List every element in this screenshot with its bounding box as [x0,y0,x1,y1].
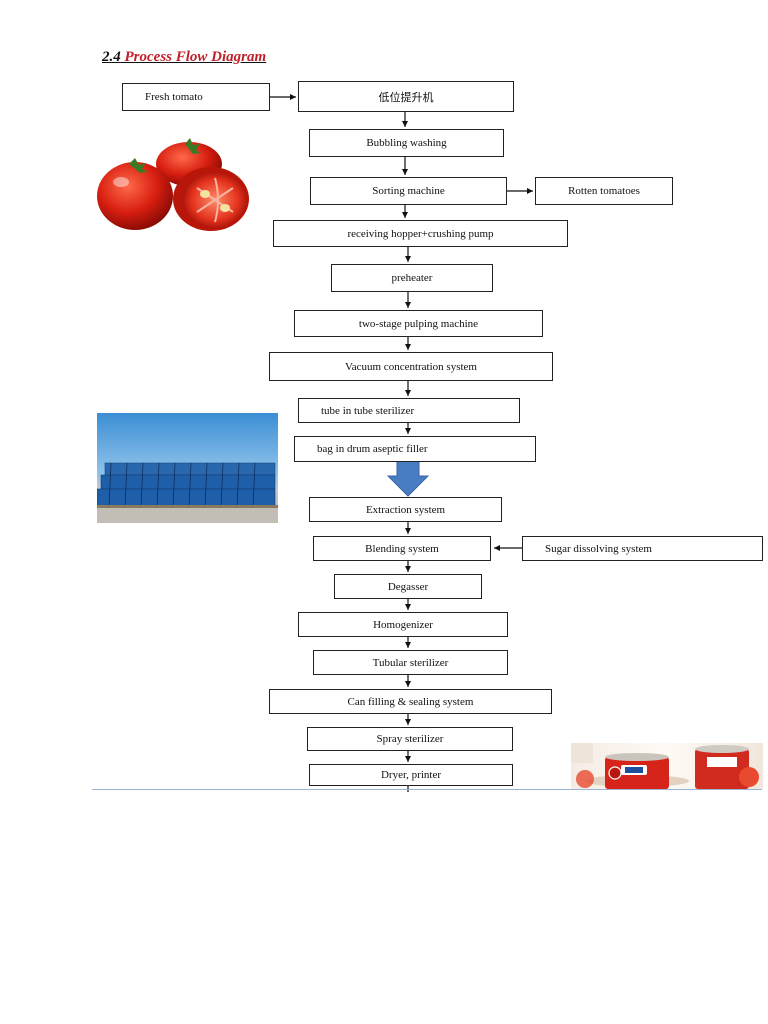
tomato-photo [93,134,260,242]
step-low-elevator: 低位提升机 [298,81,514,112]
step-tubular-sterilizer: Tubular sterilizer [313,650,508,675]
step-fresh-tomato: Fresh tomato [122,83,270,111]
drums-photo [97,413,278,523]
step-rotten-tomatoes: Rotten tomatoes [535,177,673,205]
bottom-rule [92,789,762,790]
step-extraction: Extraction system [309,497,502,522]
step-preheater: preheater [331,264,493,292]
big-down-arrow [386,460,430,497]
step-sugar-dissolving: Sugar dissolving system [522,536,763,561]
step-tube-sterilizer: tube in tube sterilizer [298,398,520,423]
heading-number: 2.4 [102,49,121,65]
step-can-filling: Can filling & sealing system [269,689,552,714]
step-pulping-machine: two-stage pulping machine [294,310,543,337]
step-bubbling-washing: Bubbling washing [309,129,504,157]
step-dryer-printer: Dryer, printer [309,764,513,786]
step-blending: Blending system [313,536,491,561]
heading-title: Process Flow Diagram [124,49,267,65]
step-degasser: Degasser [334,574,482,599]
page-heading: 2.4 Process Flow Diagram [102,49,266,66]
step-spray-sterilizer: Spray sterilizer [307,727,513,751]
step-aseptic-filler: bag in drum aseptic filler [294,436,536,462]
cans-photo [571,743,763,789]
step-receiving-hopper: receiving hopper+crushing pump [273,220,568,247]
step-homogenizer: Homogenizer [298,612,508,637]
step-sorting-machine: Sorting machine [310,177,507,205]
step-vacuum-concentration: Vacuum concentration system [269,352,553,381]
